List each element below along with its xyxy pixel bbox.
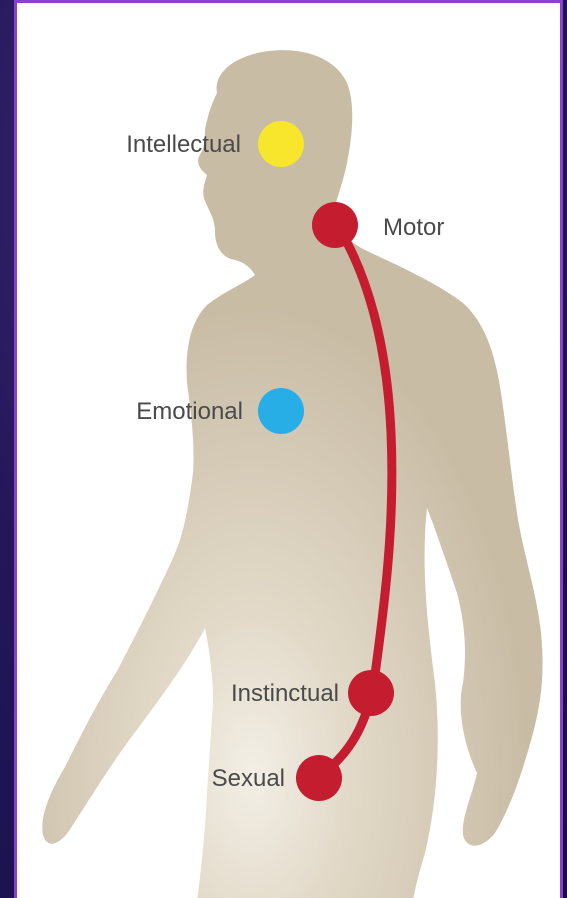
- motor-label: Motor: [383, 214, 444, 241]
- body-diagram: Intellectual Motor Emotional Instinctual…: [17, 3, 563, 898]
- human-silhouette: [42, 50, 542, 898]
- motor-dot: [312, 202, 358, 248]
- instinctual-dot: [348, 670, 394, 716]
- sexual-label: Sexual: [212, 765, 285, 792]
- emotional-label: Emotional: [136, 398, 243, 425]
- instinctual-label: Instinctual: [231, 680, 339, 707]
- emotional-dot: [258, 388, 304, 434]
- diagram-frame: Intellectual Motor Emotional Instinctual…: [14, 0, 563, 898]
- intellectual-dot: [258, 121, 304, 167]
- intellectual-label: Intellectual: [126, 131, 241, 158]
- sexual-dot: [296, 755, 342, 801]
